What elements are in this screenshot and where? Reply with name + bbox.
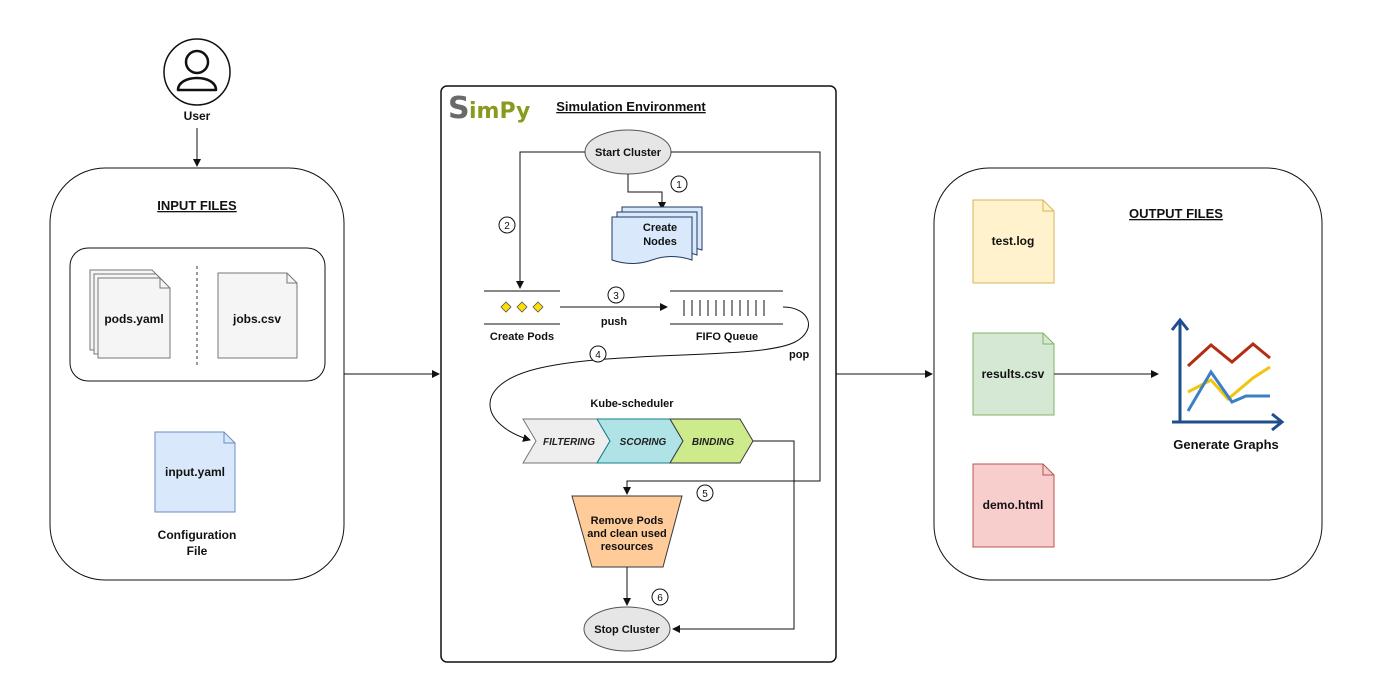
binding-to-stop-arrow [672, 440, 795, 633]
start-to-nodes-arrow [627, 174, 666, 210]
pods-yaml-label: pods.yaml [104, 312, 163, 326]
step-5-marker: 5 [696, 484, 714, 502]
stop-cluster-node[interactable] [583, 606, 671, 652]
output-files-title: OUTPUT FILES [1129, 206, 1223, 221]
queue-slots [683, 300, 765, 316]
user-label: User [184, 109, 211, 123]
input-files-title: INPUT FILES [157, 198, 237, 213]
filtering-label: FILTERING [543, 437, 595, 448]
simpy-logo-rest: imPy [469, 99, 530, 124]
jobs-csv-label: jobs.csv [232, 312, 281, 326]
remove-pods-node[interactable]: Remove Pods and clean used resources [571, 495, 683, 568]
svg-text:4: 4 [595, 350, 601, 361]
simpy-logo: S imPy [448, 91, 530, 126]
user-actor: User [163, 38, 231, 123]
fifo-queue-node[interactable]: FIFO Queue [670, 290, 783, 343]
scoring-stage[interactable]: SCORING [596, 418, 684, 464]
create-nodes-node[interactable]: Create Nodes [611, 206, 703, 264]
input-yaml-label: input.yaml [165, 465, 225, 479]
simulation-title: Simulation Environment [556, 99, 706, 114]
demo-html-label: demo.html [983, 498, 1044, 512]
create-pods-node[interactable]: Create Pods [484, 290, 560, 343]
simulation-panel: S imPy Simulation Environment Start Clus… [440, 85, 837, 663]
svg-text:1: 1 [676, 180, 682, 191]
remove-pods-line3: resources [601, 541, 654, 553]
remove-pods-line2: and clean used [587, 528, 666, 540]
user-icon [176, 49, 218, 92]
line-graph-icon [1170, 317, 1285, 432]
demo-html-doc[interactable]: demo.html [972, 463, 1055, 548]
fifo-queue-label: FIFO Queue [696, 331, 758, 343]
simpy-logo-first: S [448, 91, 470, 126]
svg-text:2: 2 [504, 221, 510, 232]
pod-diamond-3 [532, 301, 544, 313]
start-cluster-label: Start Cluster [595, 147, 662, 159]
results-csv-label: results.csv [982, 367, 1045, 381]
kube-scheduler-label: Kube-scheduler [590, 398, 674, 410]
create-nodes-line2: Nodes [643, 236, 677, 248]
filtering-stage[interactable]: FILTERING [522, 418, 611, 464]
step-6-marker: 6 [651, 588, 669, 606]
step-1-marker: 1 [670, 175, 688, 193]
results-csv-doc[interactable]: results.csv [972, 332, 1055, 416]
svg-text:6: 6 [657, 593, 663, 604]
scoring-label: SCORING [620, 437, 667, 448]
jobs-csv-doc[interactable]: jobs.csv [217, 272, 298, 359]
svg-text:3: 3 [613, 291, 619, 302]
start-to-remove-arrow [623, 151, 821, 495]
create-nodes-line1: Create [643, 222, 677, 234]
push-label: push [601, 316, 628, 328]
pod-diamond-1 [500, 301, 512, 313]
input-yaml-doc[interactable]: input.yaml [154, 431, 236, 513]
pop-label: pop [789, 349, 809, 361]
input-files-panel: INPUT FILES pods.yaml jobs.csv input.yam… [49, 167, 345, 581]
output-files-panel: OUTPUT FILES test.log results.csv demo.h… [933, 167, 1323, 581]
start-to-pods-arrow [516, 151, 585, 289]
svg-text:5: 5 [702, 489, 708, 500]
pop-arrow [489, 306, 809, 442]
step-3-marker: 3 [607, 286, 625, 304]
pod-diamond-2 [516, 301, 528, 313]
step-4-marker: 4 [589, 345, 607, 363]
create-pods-label: Create Pods [490, 331, 554, 343]
generate-graphs-label: Generate Graphs [1173, 437, 1279, 452]
remove-pods-line1: Remove Pods [591, 515, 664, 527]
step-2-marker: 2 [498, 216, 516, 234]
config-caption-line1: Configuration [158, 528, 237, 542]
binding-label: BINDING [692, 437, 734, 448]
stop-cluster-label: Stop Cluster [594, 624, 660, 636]
pods-yaml-doc[interactable]: pods.yaml [89, 269, 171, 359]
binding-stage[interactable]: BINDING [669, 418, 754, 464]
test-log-doc[interactable]: test.log [972, 199, 1055, 284]
test-log-label: test.log [992, 234, 1035, 248]
config-caption-line2: File [187, 544, 208, 558]
